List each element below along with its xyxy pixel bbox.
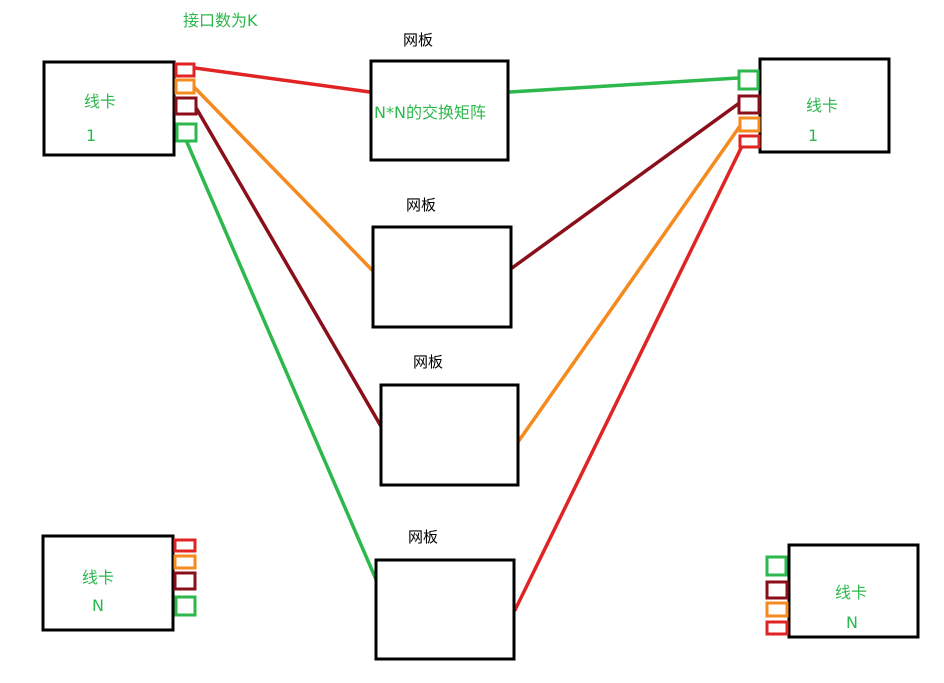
port-green xyxy=(175,122,198,143)
switch-board-3-title: 网板 xyxy=(413,353,443,371)
line-card-left-n-box xyxy=(41,534,175,632)
port-red xyxy=(738,134,761,149)
switch-board-1-title: 网板 xyxy=(403,31,433,49)
line-card-right-1-box xyxy=(758,57,891,154)
line-card-left-n: 线卡 N xyxy=(41,534,197,632)
links xyxy=(184,66,746,612)
line-card-left-n-number: N xyxy=(92,596,104,615)
line-card-right-n-label: 线卡 xyxy=(835,583,867,602)
port-orange xyxy=(765,601,789,618)
link-darkred-right xyxy=(510,102,740,270)
line-card-left-1-number: 1 xyxy=(86,126,96,145)
switch-matrix-label: N*N的交换矩阵 xyxy=(374,103,486,122)
port-red xyxy=(173,538,197,553)
port-green xyxy=(174,595,197,617)
link-green-left xyxy=(184,138,380,586)
switch-board-2-box xyxy=(371,225,513,329)
line-card-left-1-box xyxy=(42,60,176,157)
switch-board-4-title: 网板 xyxy=(408,528,438,546)
port-darkred xyxy=(737,94,761,115)
switch-board-2: 网板 xyxy=(371,196,513,329)
line-card-left-n-label: 线卡 xyxy=(82,568,114,587)
port-orange xyxy=(173,554,197,570)
switch-board-2-title: 网板 xyxy=(406,196,436,214)
switch-board-3-box xyxy=(379,383,520,487)
port-darkred xyxy=(765,580,789,600)
switch-board-4: 网板 xyxy=(374,528,516,661)
port-green xyxy=(765,555,788,577)
line-card-right-n-number: N xyxy=(846,613,858,632)
line-card-right-n-box xyxy=(787,543,920,639)
link-orange-right xyxy=(516,124,742,444)
line-card-right-1-number: 1 xyxy=(808,126,818,145)
port-red xyxy=(765,620,789,636)
line-card-right-n: 线卡 N xyxy=(765,543,920,639)
port-red xyxy=(174,62,196,78)
line-card-left-1-label: 线卡 xyxy=(84,92,116,111)
switch-board-1-box xyxy=(369,59,510,162)
port-orange xyxy=(174,78,196,95)
switch-board-1: 网板 N*N的交换矩阵 xyxy=(369,31,510,162)
interface-count-label: 接口数为K xyxy=(183,11,258,30)
port-green xyxy=(737,69,760,91)
link-darkred-left xyxy=(193,104,384,430)
port-darkred xyxy=(173,571,197,591)
switch-board-4-box xyxy=(374,558,516,661)
link-red-right xyxy=(513,140,746,612)
line-card-left-1: 线卡 1 xyxy=(42,60,198,157)
link-red-top xyxy=(193,66,372,94)
switch-board-3: 网板 xyxy=(379,353,520,487)
link-orange-left xyxy=(193,86,374,272)
line-card-right-1-label: 线卡 xyxy=(806,96,838,115)
link-green-right xyxy=(508,76,740,94)
port-darkred xyxy=(174,96,198,116)
line-card-right-1: 线卡 1 xyxy=(737,57,891,154)
port-orange xyxy=(738,116,761,133)
